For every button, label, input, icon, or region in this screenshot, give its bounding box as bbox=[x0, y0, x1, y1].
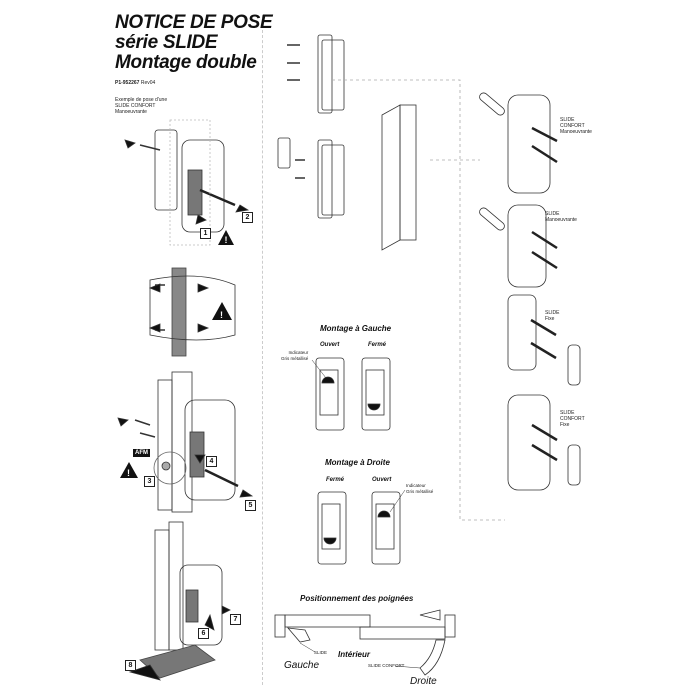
montage-droite-title: Montage à Droite bbox=[325, 458, 390, 467]
example-caption: Exemple de pose d'une SLIDE CONFORT Mano… bbox=[115, 97, 167, 115]
step1-illustration bbox=[124, 119, 250, 246]
svg-text:!: ! bbox=[127, 468, 130, 478]
positioning-diagram bbox=[274, 609, 456, 676]
step-number: 2 bbox=[242, 212, 253, 223]
step-number: 8 bbox=[125, 660, 136, 671]
step-number: 3 bbox=[144, 476, 155, 487]
column-divider bbox=[262, 15, 263, 685]
revision: Rev04 bbox=[140, 80, 156, 86]
positioning-interior: Intérieur bbox=[338, 650, 371, 659]
title-line-1: NOTICE DE POSE bbox=[115, 12, 273, 33]
montage-gauche-closed: Fermé bbox=[368, 342, 387, 348]
positioning-slide-confort-label: SLIDE CONFORT bbox=[368, 663, 405, 668]
reference: P1-952267 Rev04 bbox=[115, 80, 155, 86]
reference-number: P1-952267 bbox=[115, 80, 140, 86]
positioning-left: Gauche bbox=[284, 660, 320, 671]
caption-line: Exemple de pose d'une bbox=[115, 97, 168, 103]
step-number: 7 bbox=[230, 614, 241, 625]
positioning-title: Positionnement des poignées bbox=[300, 594, 414, 603]
montage-gauche-open: Ouvert bbox=[320, 342, 340, 348]
handle-drawings bbox=[507, 94, 581, 491]
montage-droite-closed: Fermé bbox=[326, 477, 345, 483]
step2-illustration bbox=[148, 267, 236, 357]
step-number: 5 bbox=[245, 500, 256, 511]
step3-illustration bbox=[117, 371, 254, 513]
positioning-right: Droite bbox=[410, 676, 437, 687]
svg-text:!: ! bbox=[225, 235, 228, 245]
afm-label: AFM bbox=[133, 449, 150, 457]
montage-droite-open: Ouvert bbox=[372, 477, 392, 483]
title-line-2: série SLIDE bbox=[115, 32, 218, 53]
step-number: 4 bbox=[206, 456, 217, 467]
title-line-3: Montage double bbox=[115, 52, 257, 73]
svg-text:!: ! bbox=[220, 310, 223, 320]
exploded-view bbox=[277, 34, 505, 521]
step-number: 6 bbox=[198, 628, 209, 639]
positioning-slide-label: SLIDE bbox=[314, 650, 328, 655]
caption-line: Manoeuvrante bbox=[115, 109, 147, 115]
step-number: 1 bbox=[200, 228, 211, 239]
caption-line: SLIDE CONFORT bbox=[115, 103, 156, 109]
montage-gauche-title: Montage à Gauche bbox=[320, 324, 392, 333]
indicator-drawings bbox=[311, 357, 406, 565]
step4-illustration bbox=[128, 521, 231, 681]
warning-icons bbox=[120, 230, 234, 478]
